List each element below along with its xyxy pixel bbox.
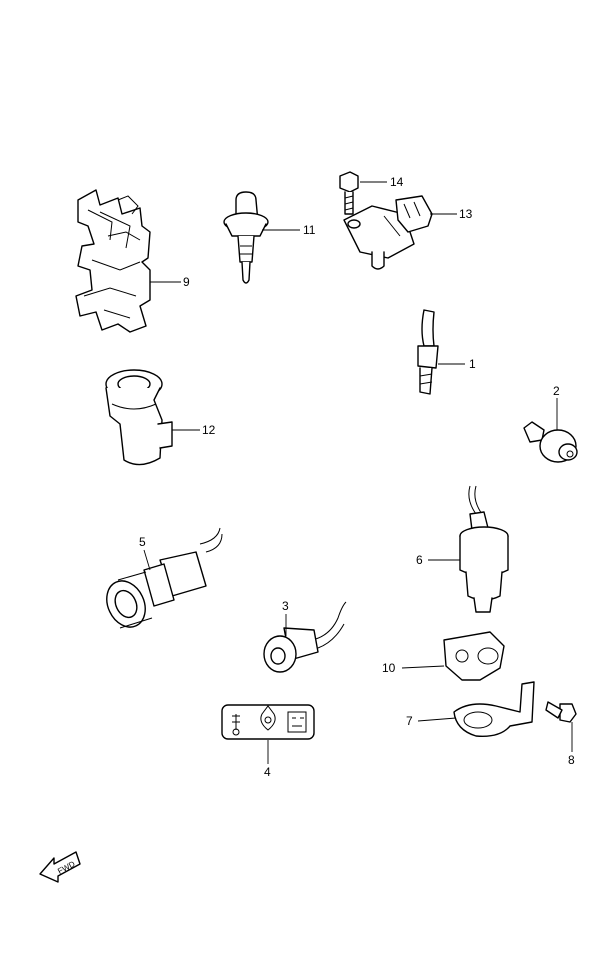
callout-2: 2 [553,384,560,398]
callout-4: 4 [264,765,271,779]
callout-11: 11 [303,223,316,237]
callout-3: 3 [282,599,289,613]
part-9-bracket [75,189,151,333]
part-4-label [221,704,315,740]
fwd-arrow-icon: FWD [39,851,81,883]
callout-7: 7 [406,714,413,728]
callout-12: 12 [202,423,216,437]
callout-13: 13 [459,207,473,221]
callout-10: 10 [382,661,396,675]
part-2-sensor [523,421,578,463]
part-10-plate [443,631,505,681]
part-11-sensor [223,191,269,284]
part-13-sensor [343,195,433,270]
leader-lines [143,181,573,764]
callout-1: 1 [469,357,476,371]
part-12-boot [105,369,173,466]
part-6-switch [459,485,509,613]
part-1-sensor [417,309,439,395]
part-7-bracket [453,681,535,737]
part-14-bolt [339,171,359,215]
part-5-sensor [106,527,223,629]
callout-9: 9 [183,275,190,289]
callout-8: 8 [568,753,575,767]
callout-14: 14 [390,175,404,189]
part-8-bolt [545,701,577,723]
callout-5: 5 [139,535,146,549]
part-3-sensor [263,601,347,673]
callout-6: 6 [416,553,423,567]
